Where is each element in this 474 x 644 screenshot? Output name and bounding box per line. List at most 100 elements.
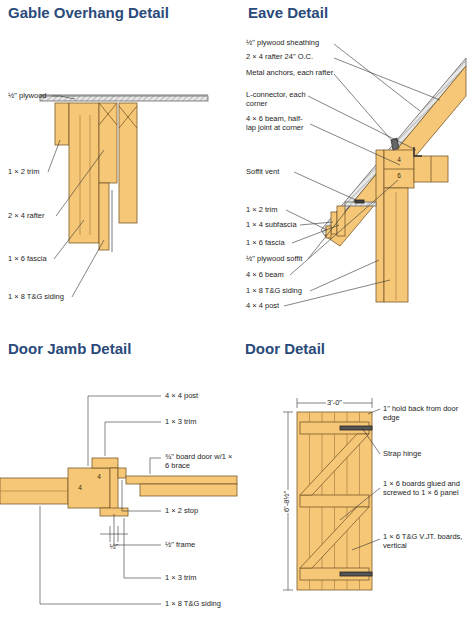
leader-lines bbox=[40, 44, 440, 604]
leader-lines bbox=[114, 514, 161, 545]
part-label: 4 × 4 post bbox=[246, 302, 286, 311]
leader-lines bbox=[334, 44, 420, 111]
door-jamb bbox=[0, 478, 68, 504]
part-label: 1 × 2 stop bbox=[165, 507, 235, 516]
dimension-label: 3'-0" bbox=[326, 399, 343, 408]
detail-title: Door Detail bbox=[245, 340, 325, 357]
door-jamb bbox=[140, 484, 237, 496]
door bbox=[300, 434, 369, 495]
leader-lines bbox=[310, 124, 400, 165]
door-jamb bbox=[0, 491, 68, 492]
door-jamb bbox=[68, 468, 110, 508]
eave bbox=[321, 58, 466, 302]
gable-overhang bbox=[40, 96, 208, 101]
part-label: 1 × 6 fascia bbox=[8, 255, 60, 264]
part-label: 1 × 3 trim bbox=[165, 418, 235, 427]
leader-lines bbox=[100, 534, 128, 535]
leader-lines bbox=[308, 206, 350, 259]
gable-overhang bbox=[112, 190, 113, 252]
door-jamb bbox=[118, 468, 126, 478]
gable-overhang bbox=[99, 103, 117, 183]
leader-lines bbox=[150, 458, 161, 474]
gable-overhang bbox=[40, 95, 208, 96]
part-label: 1 × 2 trim bbox=[8, 168, 56, 177]
part-label: 1 × 3 trim bbox=[165, 574, 235, 583]
part-label: ½" plywood sheathing bbox=[246, 39, 334, 48]
gable-overhang bbox=[119, 106, 137, 128]
leader-lines bbox=[52, 96, 75, 99]
leader-lines bbox=[48, 140, 60, 172]
part-label: 1 × 2 trim bbox=[246, 206, 288, 215]
construction-details bbox=[0, 58, 466, 590]
detail-title: Gable Overhang Detail bbox=[8, 4, 169, 21]
door bbox=[297, 412, 372, 590]
gable-overhang bbox=[99, 103, 117, 125]
leader-lines bbox=[352, 539, 380, 550]
eave bbox=[384, 169, 414, 170]
eave bbox=[431, 156, 432, 182]
leader-lines bbox=[310, 260, 379, 291]
leader-lines bbox=[334, 58, 440, 100]
eave bbox=[396, 192, 397, 300]
leader-lines bbox=[124, 518, 161, 578]
eave bbox=[376, 150, 384, 302]
eave bbox=[326, 226, 331, 238]
part-label: 1 × 6 T&G V.JT. boards, vertical bbox=[383, 533, 469, 550]
leader-lines bbox=[368, 409, 380, 414]
eave bbox=[331, 212, 337, 234]
door bbox=[340, 426, 372, 430]
size-mark: 6 bbox=[397, 172, 401, 179]
eave bbox=[384, 150, 414, 188]
leader-lines bbox=[292, 225, 339, 243]
part-label: 1 × 4 subfascia bbox=[246, 221, 302, 230]
part-label: 1 × 8 T&G siding bbox=[246, 287, 312, 296]
door-jamb bbox=[0, 458, 237, 516]
part-label: 1 × 8 T&G siding bbox=[165, 600, 235, 609]
detail-title: Eave Detail bbox=[248, 4, 328, 21]
dimension-label: 6'-8½" bbox=[284, 489, 293, 512]
part-label: ½" bbox=[110, 543, 119, 552]
leader-lines bbox=[105, 422, 161, 456]
gable-overhang bbox=[119, 106, 137, 128]
eave bbox=[414, 156, 448, 182]
leader-lines bbox=[294, 172, 358, 201]
gable-overhang bbox=[90, 115, 91, 235]
leader-lines bbox=[88, 396, 161, 466]
leader-lines bbox=[122, 480, 161, 511]
part-label: 1 × 8 T&G siding bbox=[8, 293, 74, 302]
gable-overhang bbox=[99, 103, 117, 125]
leader-lines bbox=[56, 150, 104, 216]
door bbox=[340, 572, 372, 576]
leader-lines bbox=[300, 222, 333, 225]
part-label: Metal anchors, each rafter bbox=[246, 69, 334, 78]
eave bbox=[414, 147, 422, 156]
part-label: Soffit vent bbox=[246, 168, 296, 177]
door bbox=[297, 412, 372, 590]
leader-lines bbox=[290, 180, 398, 275]
door-jamb bbox=[110, 468, 118, 512]
gable-overhang bbox=[55, 103, 69, 145]
part-label: 1 × 6 fascia bbox=[246, 239, 294, 248]
door-jamb bbox=[92, 458, 118, 468]
leader-lines bbox=[334, 74, 393, 142]
part-label: L-connector, each corner bbox=[246, 91, 306, 108]
part-label: 4 × 4 post bbox=[165, 392, 235, 401]
detail-title: Door Jamb Detail bbox=[8, 340, 131, 357]
size-mark: 4 bbox=[97, 473, 101, 480]
part-label: ½" plywood bbox=[8, 92, 56, 101]
part-label: 4 × 6 beam, half-lap joint at corner bbox=[246, 115, 308, 132]
leader-lines bbox=[54, 220, 84, 259]
part-label: 1" hold back from door edge bbox=[383, 405, 469, 422]
part-label: 1 × 6 boards glued and screwed to 1 × 6 … bbox=[383, 480, 469, 497]
part-label: ½" plywood soffit bbox=[246, 255, 310, 264]
gable-overhang bbox=[80, 115, 81, 235]
part-label: ½" frame bbox=[165, 541, 235, 550]
door bbox=[300, 507, 369, 568]
gable-overhang bbox=[69, 103, 99, 243]
part-label: 4 × 6 beam bbox=[246, 271, 292, 280]
part-label: ¾" board door w/1 × 6 brace bbox=[165, 453, 235, 470]
size-mark: 4 bbox=[397, 156, 401, 163]
size-mark: 4 bbox=[78, 484, 82, 491]
leader-lines bbox=[72, 240, 104, 297]
part-label: 2 × 4 rafter bbox=[8, 212, 60, 221]
